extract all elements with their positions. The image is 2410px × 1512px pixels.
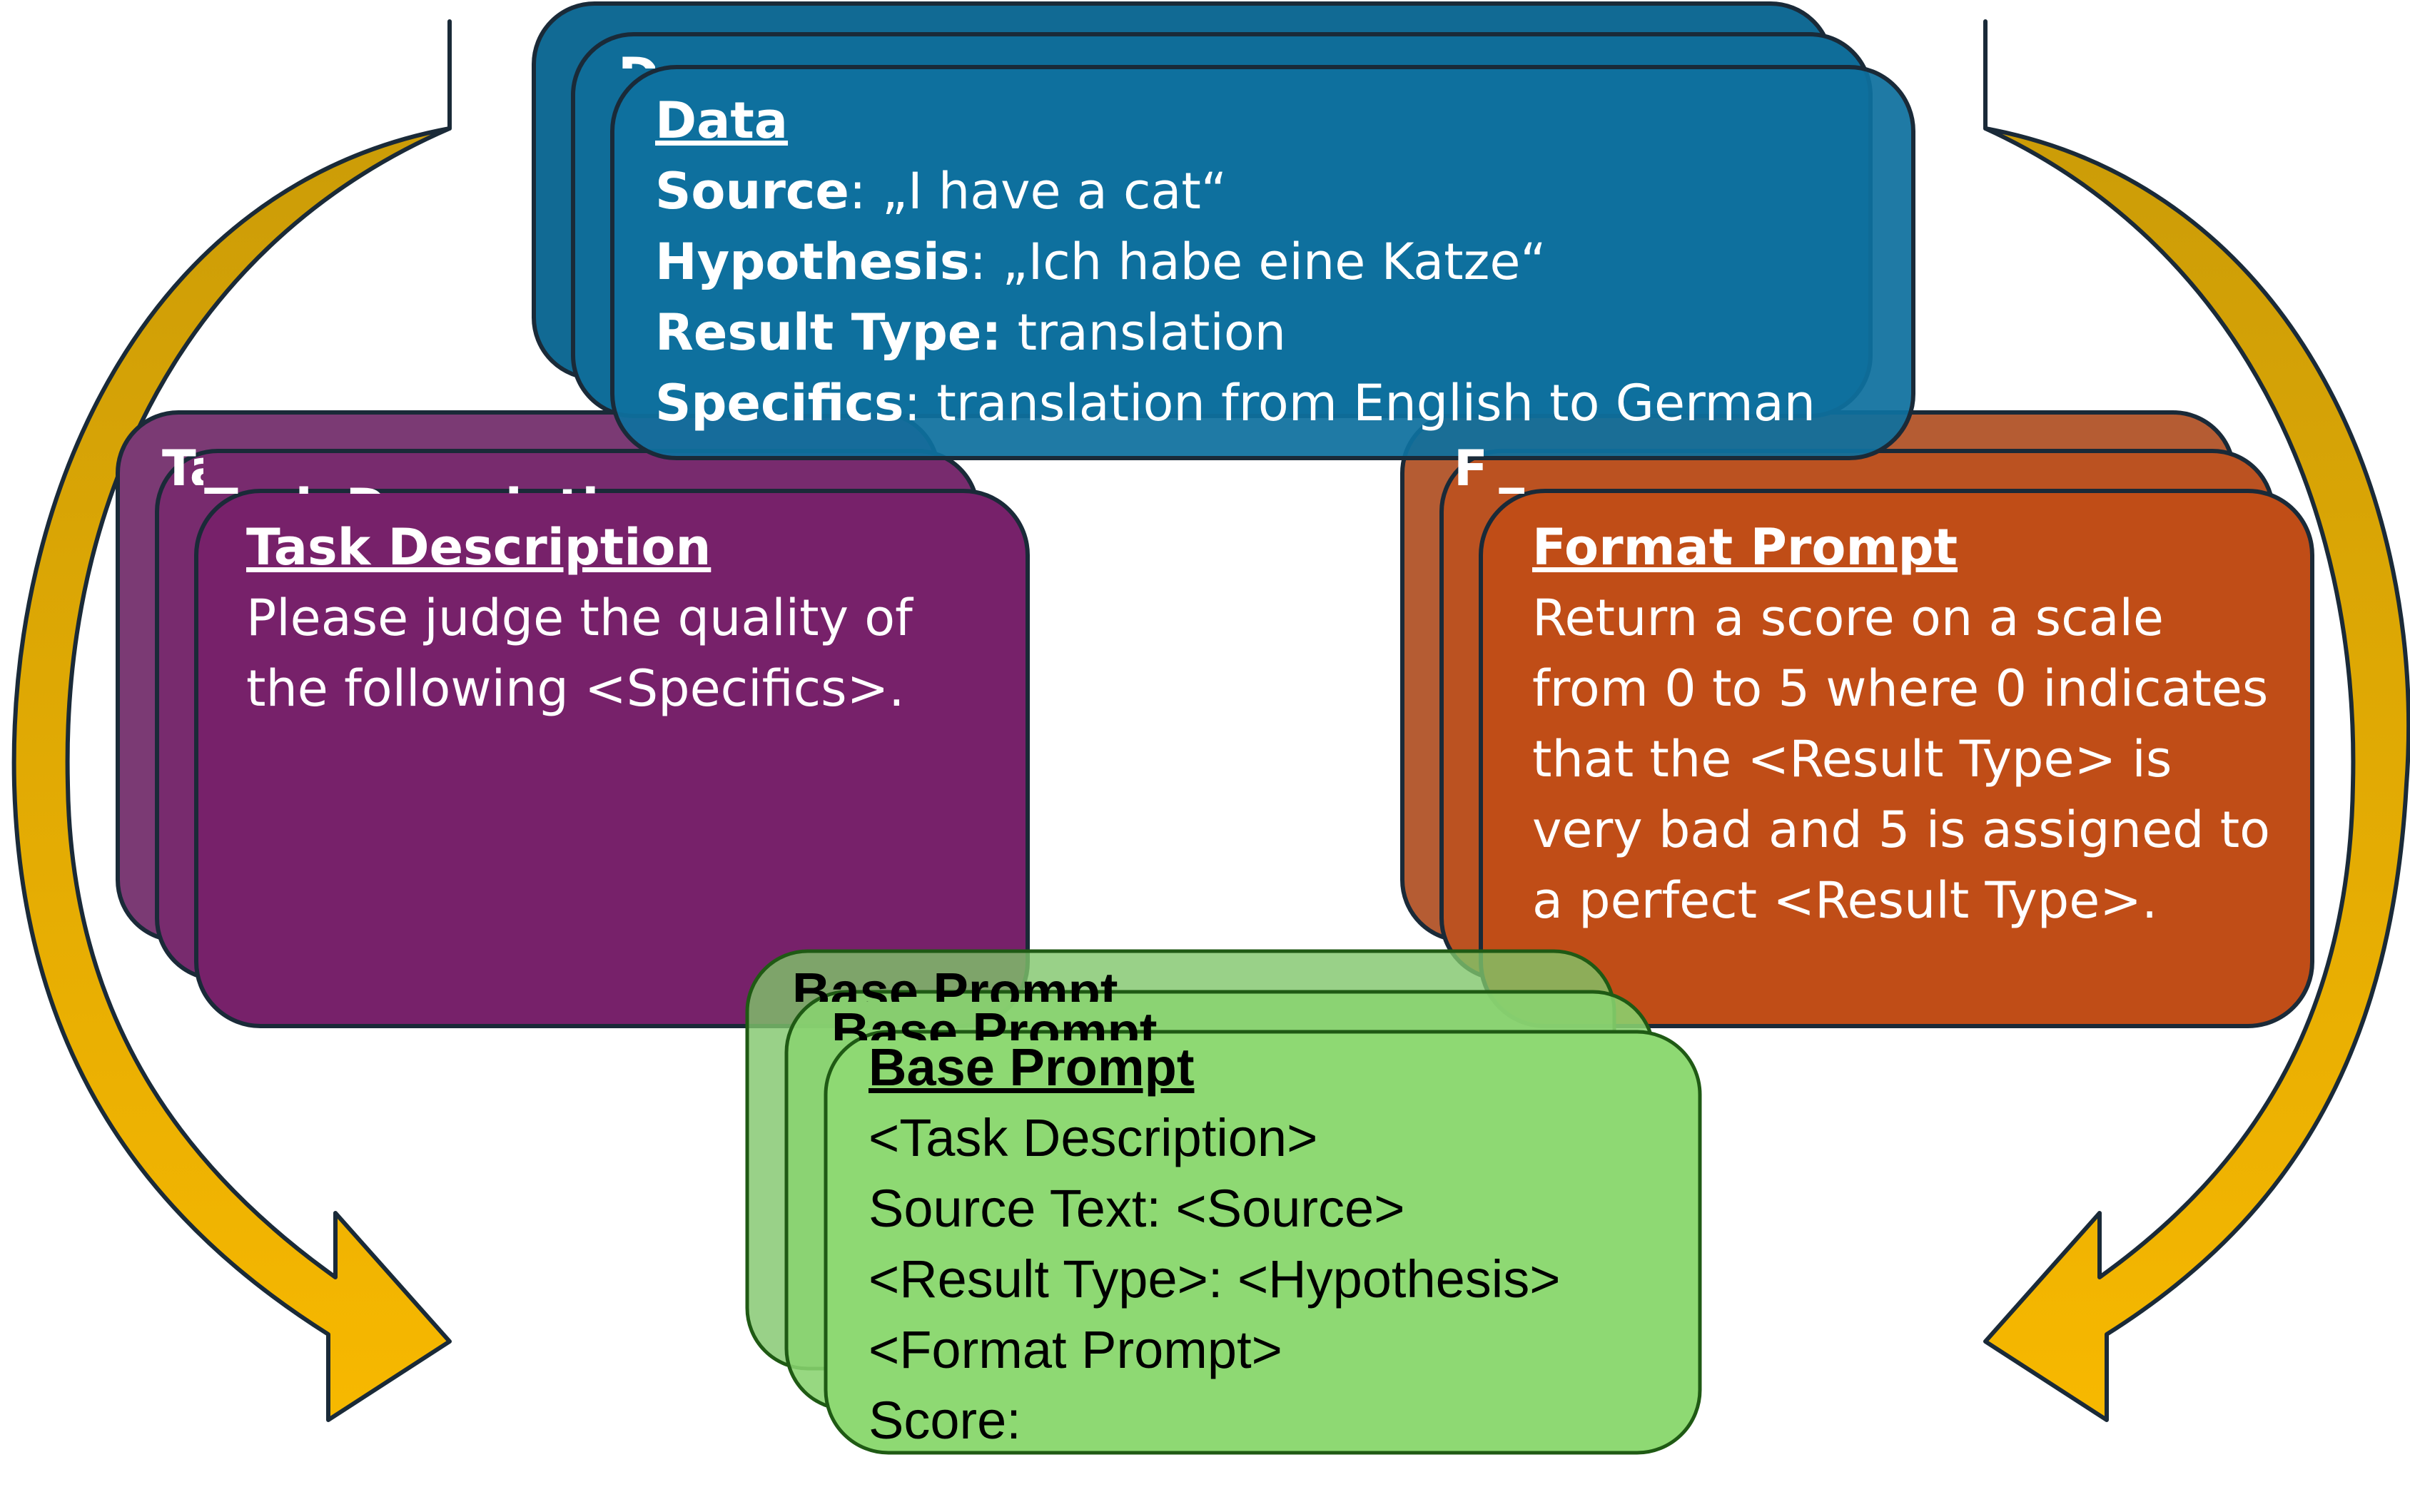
data-card-front: [610, 65, 1915, 460]
task-card-title: Task Description: [246, 518, 712, 577]
base-card-back-title: Base Prompt: [792, 962, 1118, 1002]
data-row-result-type: Result Type: translation: [655, 298, 1816, 368]
data-row-value: „I have a cat“: [881, 162, 1227, 220]
task-card-line: Please judge the quality of: [246, 589, 913, 647]
data-row-sep: [1001, 303, 1017, 362]
data-card-title: Data: [655, 91, 789, 150]
format-card-content: Format Prompt Return a score on a scale …: [1532, 512, 2270, 936]
format-card-middle-title: Format Prompt: [1494, 478, 1527, 494]
task-card-back-title: Task Description: [162, 440, 203, 485]
base-card-front: [824, 1030, 1702, 1455]
base-card-line: Score:: [869, 1391, 1021, 1450]
task-card-front: [194, 489, 1030, 1028]
base-card-line: Source Text: <Source>: [869, 1179, 1405, 1238]
data-row-source: Source: „I have a cat“: [655, 156, 1816, 227]
data-row-value: „Ich habe eine Katze“: [1002, 233, 1546, 291]
data-row-label: Hypothesis: [655, 233, 970, 291]
base-back-title-peek: Base Prompt: [785, 956, 1185, 1002]
format-card-line: a perfect <Result Type>.: [1532, 871, 2158, 930]
data-row-label: Result Type:: [655, 303, 1002, 362]
data-card-content: Data Source: „I have a cat“ Hypothesis: …: [642, 78, 1898, 435]
task-card-content: Task Description Please judge the qualit…: [246, 512, 913, 724]
base-card-line: <Format Prompt>: [869, 1320, 1282, 1379]
format-card-title: Format Prompt: [1532, 518, 1958, 577]
data-row-specifics: Specifics: translation from English to G…: [655, 368, 1816, 435]
data-row-sep: :: [849, 162, 882, 220]
format-card-front: [1479, 489, 2314, 1028]
task-card-line: the following <Specifics>.: [246, 659, 905, 718]
format-card-back-title: Format Prompt: [1454, 440, 1488, 485]
left-curved-arrow: [11, 19, 452, 1422]
base-card-line: <Task Description>: [869, 1108, 1318, 1167]
data-back-title-peek: Data: [612, 51, 655, 69]
data-row-sep: :: [969, 233, 1003, 291]
data-row-sep: :: [903, 374, 937, 432]
task-middle-title-peek: Task Description: [201, 474, 644, 494]
format-card-line: that the <Result Type> is: [1532, 730, 2172, 788]
data-card-back-title: Data: [618, 51, 655, 69]
base-card-middle-title: Base Prompt: [831, 1002, 1158, 1040]
format-back-title-peek: Format Prompt: [1445, 435, 1488, 485]
format-card-line: Return a score on a scale: [1532, 589, 2164, 647]
data-row-value: translation from English to German: [936, 374, 1816, 432]
task-back-title-peek: Task Description: [161, 435, 203, 485]
task-card-middle-title: Task Description: [204, 478, 644, 494]
base-middle-title-peek: Base Prompt: [824, 996, 1224, 1040]
base-card-title: Base Prompt: [869, 1037, 1195, 1097]
data-row-hypothesis: Hypothesis: „Ich habe eine Katze“: [655, 227, 1816, 298]
base-card-line: <Result Type>: <Hypothesis>: [869, 1249, 1561, 1309]
format-middle-title-peek: Format Prompt: [1484, 474, 1527, 494]
right-curved-arrow: [1983, 19, 2410, 1422]
data-row-label: Source: [655, 162, 849, 220]
format-card-line: from 0 to 5 where 0 indicates: [1532, 659, 2269, 718]
format-card-line: very bad and 5 is assigned to: [1532, 801, 2270, 859]
data-row-value: translation: [1017, 303, 1287, 362]
base-card-content: Base Prompt <Task Description> Source Te…: [869, 1032, 1560, 1456]
data-row-label: Specifics: [655, 374, 904, 432]
